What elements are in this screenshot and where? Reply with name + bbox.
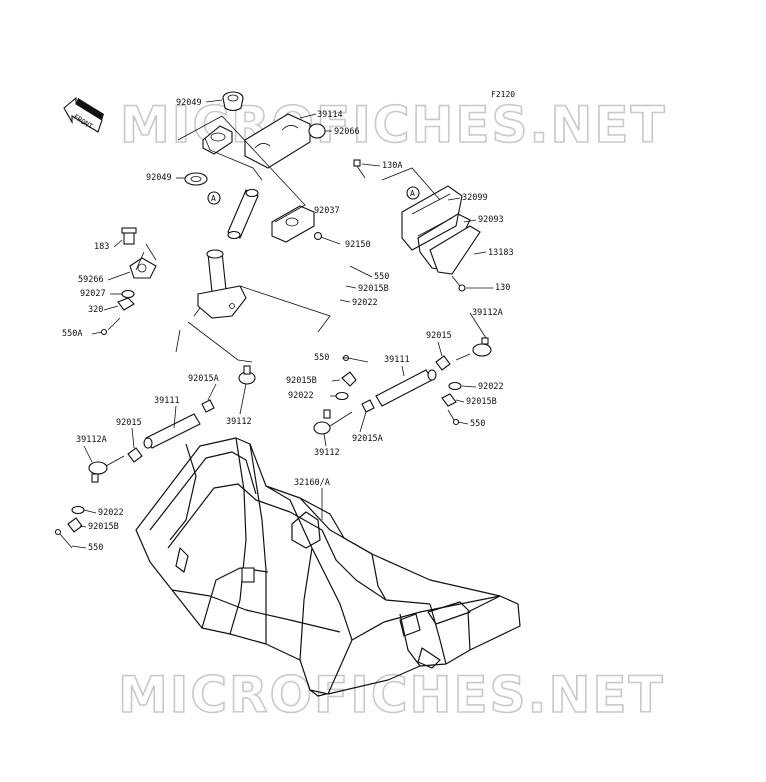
callout-92015b-top: 92015B	[358, 284, 389, 294]
callout-92015a-left: 92015A	[188, 374, 219, 384]
handlebar-cover-assembly: A	[353, 159, 481, 292]
watermark-bottom: MICROFICHES.NET	[118, 666, 665, 724]
ref-marker-right: A	[410, 189, 415, 198]
callout-92022-top: 92022	[352, 298, 378, 308]
callout-320: 320	[88, 305, 103, 315]
figure-code: F2120	[491, 90, 515, 99]
callout-39112-right: 39112	[314, 448, 340, 458]
leader-lines	[71, 99, 493, 549]
ref-marker-left: A	[211, 194, 216, 203]
callout-labels: 92049 39114 92066 92049 130A 32099 92037…	[62, 98, 514, 553]
callout-92015-right: 92015	[426, 331, 452, 341]
handlebar-holder-assembly: A	[177, 91, 341, 245]
callout-92022-left: 92022	[98, 508, 124, 518]
callout-92022-right: 92022	[478, 382, 504, 392]
callout-92093: 92093	[478, 215, 504, 225]
frame	[135, 437, 521, 697]
watermark-top: MICROFICHES.NET	[120, 96, 667, 154]
callout-39111-right: 39111	[384, 355, 410, 365]
steering-stem	[175, 249, 331, 363]
callout-39114: 39114	[317, 110, 343, 120]
tie-rod-left	[54, 365, 256, 549]
callout-550a: 550A	[62, 329, 82, 339]
callout-550-left: 550	[88, 543, 103, 553]
callout-550-right: 550	[470, 419, 485, 429]
callout-13183: 13183	[488, 248, 514, 258]
callout-32160a: 32160/A	[294, 478, 330, 488]
callout-92015a-right: 92015A	[352, 434, 383, 444]
callout-92015b-right: 92015B	[466, 397, 497, 407]
callout-92066: 92066	[334, 127, 360, 137]
callout-92015-left: 92015	[116, 418, 142, 428]
callout-39112-left: 39112	[226, 417, 252, 427]
callout-59266: 59266	[78, 275, 104, 285]
callout-92015b-mid: 92015B	[286, 376, 317, 386]
callout-92015b-left: 92015B	[88, 522, 119, 532]
callout-550-mid: 550	[314, 353, 329, 363]
callout-550-top: 550	[374, 272, 389, 282]
callout-92037: 92037	[314, 206, 340, 216]
callout-39111-left: 39111	[154, 396, 180, 406]
stem-bearing-left	[100, 227, 157, 336]
front-arrow-icon: FRONT	[63, 96, 104, 133]
callout-39112a-left: 39112A	[76, 435, 107, 445]
callout-92150: 92150	[345, 240, 371, 250]
callout-39112a-right: 39112A	[472, 308, 503, 318]
callout-130a: 130A	[382, 161, 402, 171]
tie-rod-right	[313, 337, 492, 435]
callout-92049-lower: 92049	[146, 173, 172, 183]
callout-92049-top: 92049	[176, 98, 202, 108]
callout-92022-mid: 92022	[288, 391, 314, 401]
callout-183: 183	[94, 242, 109, 252]
callout-32099: 32099	[462, 193, 488, 203]
callout-92027: 92027	[80, 289, 106, 299]
callout-130: 130	[495, 283, 510, 293]
